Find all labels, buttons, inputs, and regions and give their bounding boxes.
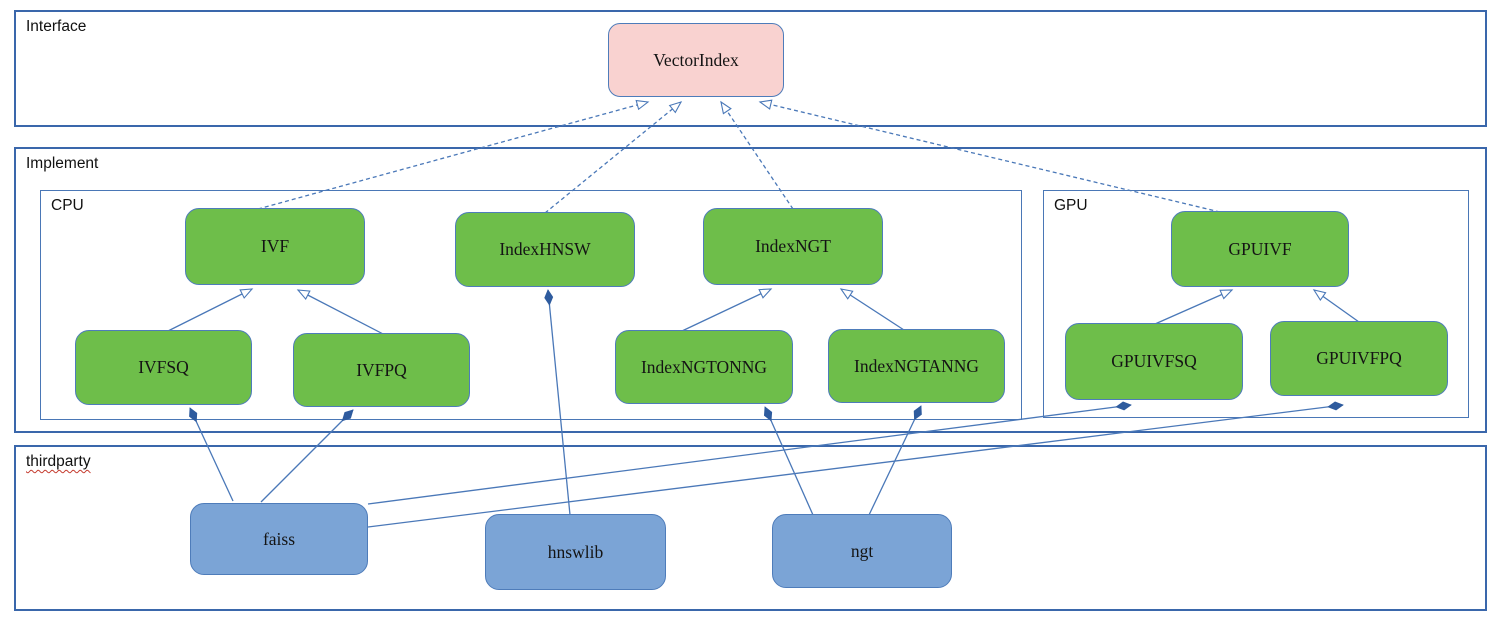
node-hnswlib-label: hnswlib — [547, 541, 604, 562]
node-ivfsq-label: IVFSQ — [138, 357, 189, 377]
node-indexngtanng[interactable]: IndexNGTANNG — [828, 329, 1005, 403]
node-indexngt[interactable]: IndexNGT — [703, 208, 883, 285]
node-vectorindex[interactable]: VectorIndex — [608, 23, 784, 97]
node-indexhnsw-label: IndexHNSW — [499, 239, 591, 259]
node-indexhnsw[interactable]: IndexHNSW — [455, 212, 635, 287]
node-indexngt-label: IndexNGT — [755, 236, 831, 256]
node-gpuivfpq[interactable]: GPUIVFPQ — [1270, 321, 1448, 396]
node-gpuivf-label: GPUIVF — [1228, 238, 1292, 259]
node-faiss-label: faiss — [262, 528, 296, 549]
node-hnswlib[interactable]: hnswlib — [485, 514, 666, 590]
node-gpuivf[interactable]: GPUIVF — [1171, 211, 1349, 287]
node-indexngtonng-label: IndexNGTONNG — [640, 356, 768, 377]
container-thirdparty-label: thirdparty — [26, 453, 91, 470]
node-vectorindex-label: VectorIndex — [653, 49, 739, 70]
node-indexngtonng[interactable]: IndexNGTONNG — [615, 330, 793, 404]
container-cpu-label: CPU — [51, 197, 84, 214]
node-gpuivfsq[interactable]: GPUIVFSQ — [1065, 323, 1243, 400]
node-gpuivfpq-label: GPUIVFPQ — [1316, 348, 1402, 368]
node-indexngtanng-label: IndexNGTANNG — [854, 355, 979, 376]
node-ivf-label: IVF — [260, 236, 290, 256]
node-ivfpq[interactable]: IVFPQ — [293, 333, 470, 407]
node-gpuivfsq-label: GPUIVFSQ — [1111, 351, 1197, 371]
container-implement-label: Implement — [26, 155, 99, 172]
node-ivfpq-label: IVFPQ — [356, 359, 407, 380]
node-ngt-label: ngt — [850, 540, 874, 561]
node-faiss[interactable]: faiss — [190, 503, 368, 575]
container-gpu-label: GPU — [1054, 197, 1088, 214]
container-interface-label: Interface — [26, 18, 87, 35]
node-ivf[interactable]: IVF — [185, 208, 365, 285]
node-ngt[interactable]: ngt — [772, 514, 952, 588]
node-ivfsq[interactable]: IVFSQ — [75, 330, 252, 405]
